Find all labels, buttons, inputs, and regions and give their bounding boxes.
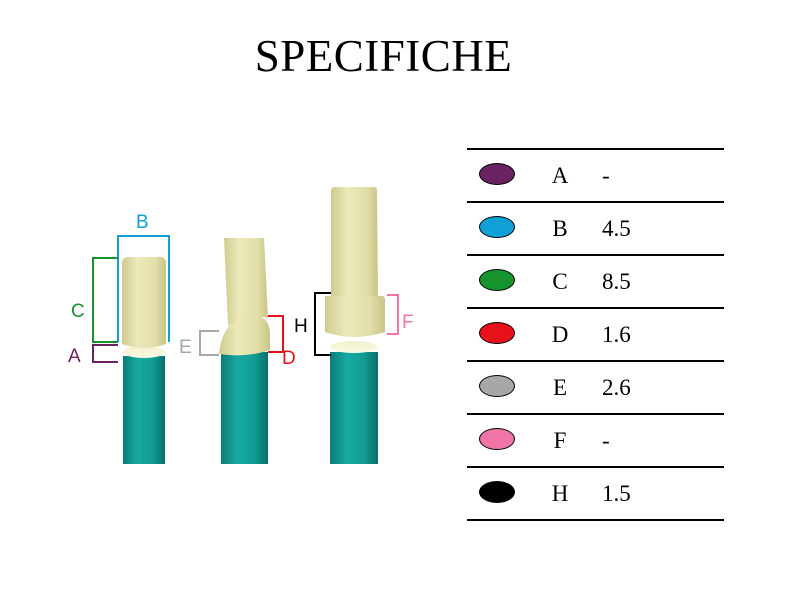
spec-letter: C <box>552 269 568 294</box>
spec-value: 4.5 <box>602 216 631 241</box>
abutment-angled <box>219 238 270 464</box>
dimension-a-bracket <box>92 344 118 363</box>
dimension-e-label: E <box>179 337 192 358</box>
spec-row-d: D 1.6 <box>467 307 724 360</box>
abutment-straight-short <box>122 257 166 464</box>
spec-value: 8.5 <box>602 269 631 294</box>
spec-letter: E <box>552 375 568 400</box>
spec-letter: A <box>551 163 569 188</box>
spec-letter: D <box>551 322 569 347</box>
spec-row-f: F - <box>467 413 724 466</box>
spec-row-b: B 4.5 <box>467 201 724 254</box>
dimension-d-label: D <box>282 348 296 369</box>
dimension-d-bracket <box>268 315 284 353</box>
spec-row-a: A - <box>467 148 724 201</box>
dimension-b-bracket <box>117 235 170 342</box>
abutment-body <box>122 257 166 348</box>
spec-letter: B <box>552 216 568 241</box>
abutment-shoulder <box>325 296 385 337</box>
abutment-body <box>331 187 378 296</box>
abutment-collar <box>330 341 378 353</box>
spec-row-h: H 1.5 <box>467 466 724 521</box>
spec-value: - <box>602 163 610 188</box>
swatch-b-icon <box>479 216 515 238</box>
dimension-h-label: H <box>294 316 308 337</box>
dimension-c-label: C <box>71 301 85 322</box>
dimension-f-bracket <box>387 294 399 335</box>
spec-row-c: C 8.5 <box>467 254 724 307</box>
dimension-a-label: A <box>68 346 81 367</box>
spec-row-e: E 2.6 <box>467 360 724 413</box>
dimension-h-bracket <box>314 292 331 356</box>
implant-post <box>330 352 378 464</box>
swatch-f-icon <box>479 428 515 450</box>
abutment-straight-tall <box>325 187 385 464</box>
spec-table: A - B 4.5 C 8.5 D 1.6 E 2.6 F - <box>467 148 724 521</box>
swatch-a-icon <box>479 163 515 185</box>
swatch-d-icon <box>479 322 515 344</box>
implant-post <box>221 352 268 464</box>
spec-letter: H <box>551 481 569 506</box>
spec-value: 2.6 <box>602 375 631 400</box>
page-title: SPECIFICHE <box>254 31 513 81</box>
abutment-collar <box>219 315 270 356</box>
abutment-collar <box>123 346 165 358</box>
spec-value: 1.6 <box>602 322 631 347</box>
implant-post <box>123 356 165 464</box>
dimension-e-bracket <box>199 330 219 356</box>
dimension-f-label: F <box>402 312 414 333</box>
dimension-c-bracket <box>92 257 118 343</box>
spec-value: - <box>602 428 610 453</box>
spec-letter: F <box>553 428 567 453</box>
abutment-body <box>224 238 268 326</box>
swatch-h-icon <box>479 481 515 503</box>
spec-value: 1.5 <box>602 481 631 506</box>
dimension-b-label: B <box>136 212 149 233</box>
swatch-e-icon <box>479 375 515 397</box>
swatch-c-icon <box>479 269 515 291</box>
